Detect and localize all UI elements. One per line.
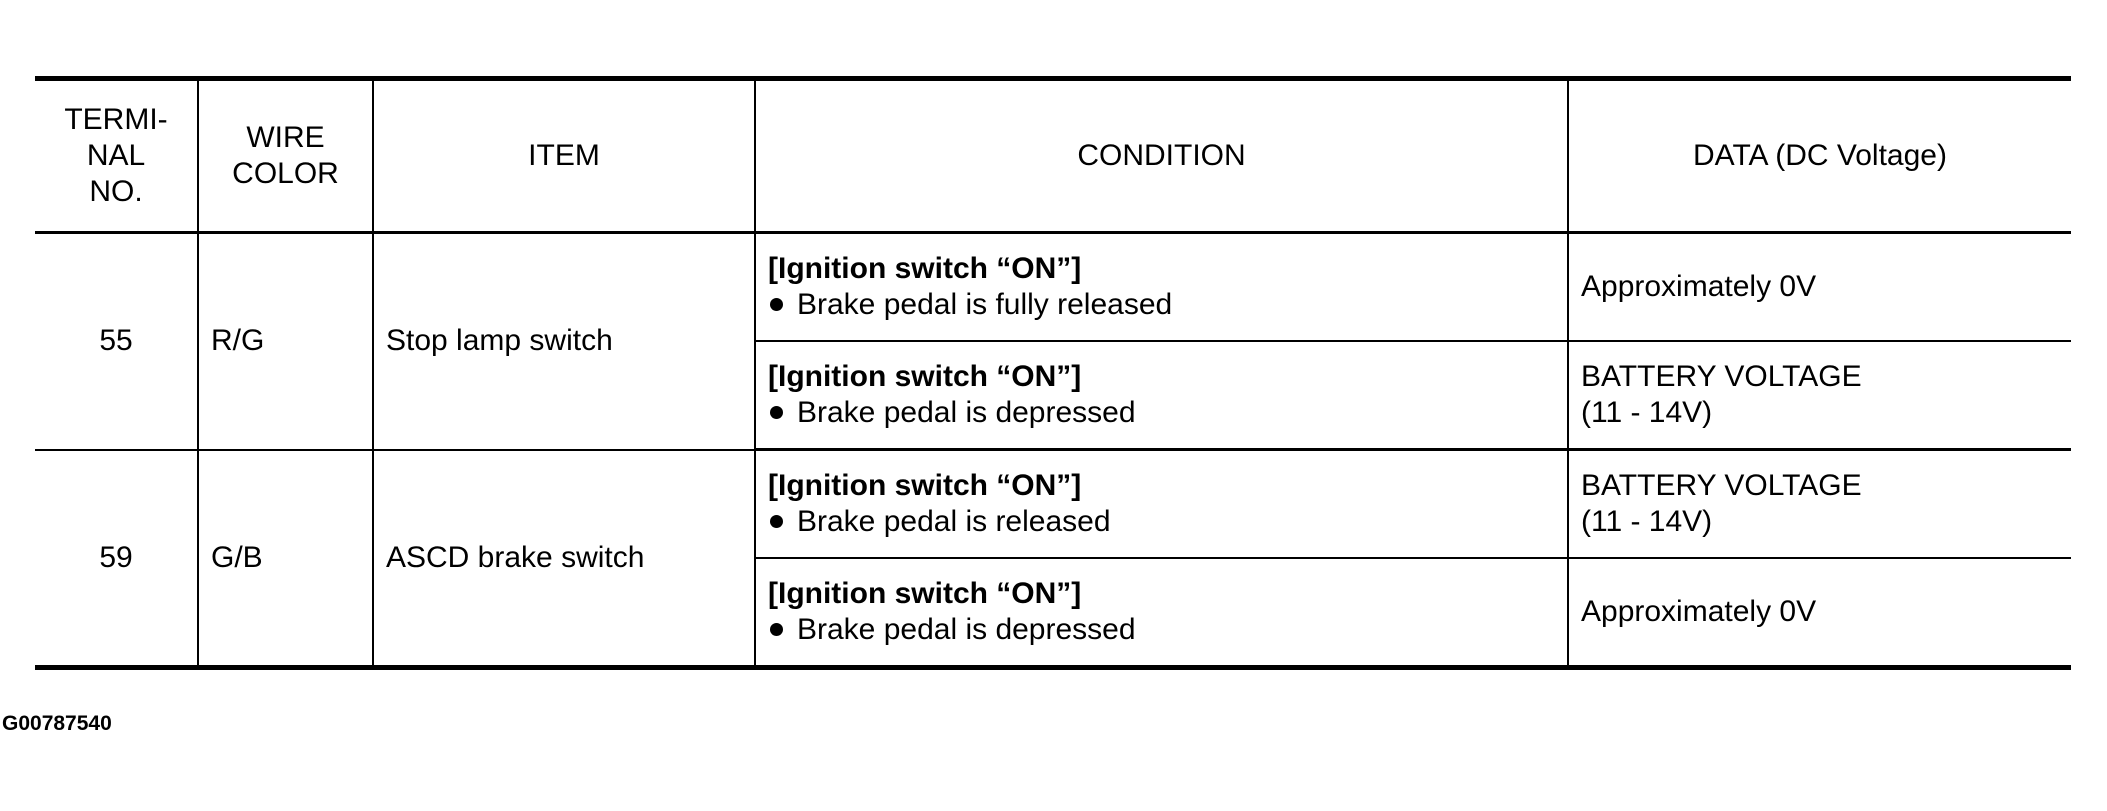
table-header-row: TERMI- NAL NO. WIRE COLOR ITEM CONDITION…: [35, 78, 2071, 234]
condition-heading: [Ignition switch “ON”]: [768, 360, 1082, 393]
condition-detail: Brake pedal is depressed: [797, 613, 1136, 646]
table-row: [Ignition switch “ON”] Brake pedal is de…: [35, 557, 2071, 668]
data-value: Approximately 0V: [1581, 270, 1817, 303]
condition-cell: [Ignition switch “ON”] Brake pedal is de…: [755, 557, 1569, 668]
header-data: DATA (DC Voltage): [1567, 78, 2071, 234]
bullet-icon: [770, 623, 783, 636]
bullet-icon: [770, 406, 783, 419]
item-cell: Stop lamp switch: [372, 231, 756, 451]
header-terminal-no: TERMI- NAL NO.: [35, 78, 199, 234]
condition-detail: Brake pedal is fully released: [797, 288, 1173, 321]
bullet-icon: [770, 298, 783, 311]
condition-detail-line: Brake pedal is depressed: [768, 612, 1566, 648]
header-terminal-line: TERMI-: [64, 103, 168, 136]
table-row: 55 R/G Stop lamp switch [Ignition switch…: [35, 231, 2071, 451]
data-value: Approximately 0V: [1581, 595, 1817, 628]
condition-cell: [Ignition switch “ON”] Brake pedal is re…: [754, 448, 1569, 559]
wire-color-cell: G/B: [197, 448, 374, 669]
condition-cell: [Ignition switch “ON”] Brake pedal is de…: [755, 340, 1569, 451]
header-wire-line: COLOR: [232, 157, 339, 190]
header-wire-line: WIRE: [246, 121, 325, 154]
data-value: (11 - 14V): [1581, 396, 1713, 429]
condition-heading: [Ignition switch “ON”]: [768, 577, 1082, 610]
condition-detail-line: Brake pedal is released: [768, 504, 1566, 540]
data-value: (11 - 14V): [1581, 505, 1713, 538]
data-value: BATTERY VOLTAGE: [1581, 360, 1862, 393]
data-cell: Approximately 0V: [1567, 557, 2071, 668]
table-row: 59 G/B ASCD brake switch [Ignition switc…: [35, 448, 2071, 669]
condition-detail-line: Brake pedal is depressed: [768, 395, 1566, 431]
terminal-data-table: TERMI- NAL NO. WIRE COLOR ITEM CONDITION…: [35, 76, 2071, 670]
data-cell: Approximately 0V: [1567, 231, 2071, 342]
data-cell: BATTERY VOLTAGE (11 - 14V): [1567, 340, 2071, 451]
header-terminal-line: NO.: [89, 175, 143, 208]
data-value: BATTERY VOLTAGE: [1581, 469, 1862, 502]
condition-cell: [Ignition switch “ON”] Brake pedal is fu…: [754, 231, 1569, 342]
condition-detail-line: Brake pedal is fully released: [768, 287, 1566, 323]
header-item: ITEM: [372, 78, 756, 234]
wire-color-cell: R/G: [197, 231, 374, 451]
item-cell: ASCD brake switch: [372, 448, 756, 669]
table-row: [Ignition switch “ON”] Brake pedal is de…: [35, 340, 2071, 451]
condition-detail: Brake pedal is depressed: [797, 396, 1136, 429]
condition-detail: Brake pedal is released: [797, 505, 1111, 538]
figure-code: G00787540: [2, 712, 112, 735]
header-terminal-line: NAL: [86, 139, 146, 172]
header-condition: CONDITION: [754, 78, 1569, 234]
condition-heading: [Ignition switch “ON”]: [768, 252, 1082, 285]
header-wire-color: WIRE COLOR: [197, 78, 374, 234]
terminal-data-table-container: TERMI- NAL NO. WIRE COLOR ITEM CONDITION…: [35, 76, 2071, 670]
bullet-icon: [770, 515, 783, 528]
terminal-number-cell: 59: [35, 448, 199, 669]
terminal-number-cell: 55: [35, 231, 199, 451]
condition-heading: [Ignition switch “ON”]: [768, 469, 1082, 502]
data-cell: BATTERY VOLTAGE (11 - 14V): [1567, 448, 2071, 559]
